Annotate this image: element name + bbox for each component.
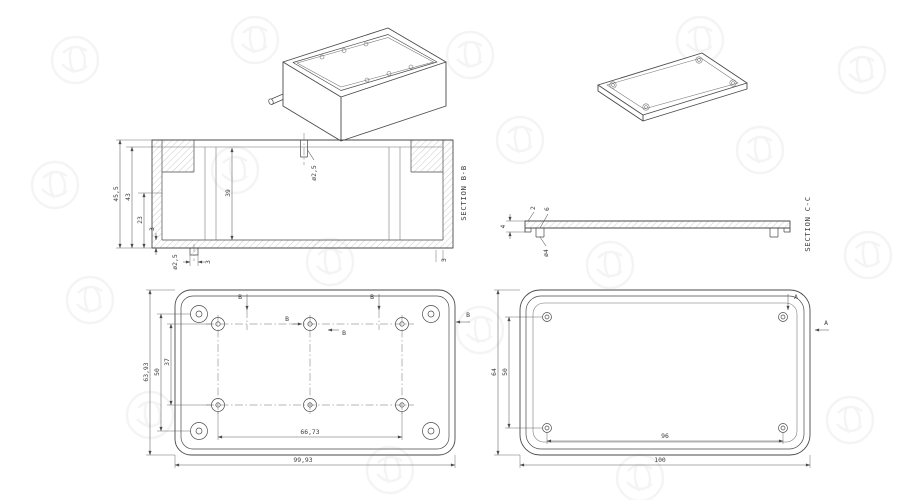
section-marker-b: B [285,315,289,323]
section-cc-dimensions: 4 2 6 ø4 [499,206,551,257]
dim-lid-length: 100 [654,456,666,464]
plan-lid-view: A A 64 50 96 100 [490,289,829,468]
dim-lid-hole-spacing-v: 50 [501,368,509,376]
section-marker-a: A [794,293,798,301]
isometric-box-view [268,27,447,142]
dim-rib-thickness: 3 [440,258,448,262]
dim-box-hole-spacing-v: 50 [153,368,161,376]
dim-lid-boss: 6 [543,207,551,211]
box-plan-outline [174,289,456,456]
section-marker-b: B [342,329,346,337]
dim-stub-diameter: ø2,5 [171,254,179,270]
dim-lid-hole-dia: ø4 [542,249,550,257]
dim-lid-height: 4 [499,224,507,228]
dim-inner-depth: 39 [224,189,232,197]
dim-box-boss-spacing-h: 66,73 [300,428,319,436]
box-rim-step [296,37,435,88]
box-plan-section-markers: B B B B B [238,293,470,337]
lid-plan-section-markers: A A [786,293,829,332]
box-plan-corner-bosses [190,305,440,440]
section-cc-hatching [525,221,790,228]
lid-plan-dimensions: 64 50 96 100 [490,289,811,468]
box-plan-centerlines [206,310,414,414]
section-marker-b: B [466,311,470,319]
dim-floor-thickness: 3 [148,227,156,231]
section-bb-profile [151,133,454,261]
lid-thickness-edges [597,82,748,122]
dim-lid-width: 64 [490,368,498,376]
dim-box-width: 63,93 [142,362,150,381]
lid-plan-outline [519,289,811,456]
box-plan-dimensions: 63,93 50 37 66,73 99,93 [142,289,456,468]
dim-stub-width: 3 [204,260,212,264]
box-side-pin [268,93,284,105]
dim-lid-lip: 2 [529,206,537,210]
section-cc-view: 4 2 6 ø4 SECTION C-C [499,196,812,257]
section-bb-dimensions: 45,5 43 23 3 39 ø2,5 ø2,5 3 3 [112,139,448,270]
dim-pin-diameter: ø2,5 [310,165,318,181]
isometric-lid-view [597,52,748,122]
section-bb-label: SECTION B-B [459,165,468,221]
section-cc-profile [524,220,791,238]
dim-boss-height: 23 [136,216,144,224]
section-cc-label: SECTION C-C [803,196,812,252]
dim-box-boss-spacing-v: 37 [163,358,171,366]
lid-inner-lip [606,57,739,110]
section-bb-view: 45,5 43 23 3 39 ø2,5 ø2,5 3 3 SECTION B-… [112,133,468,270]
dim-box-length: 99,93 [293,456,312,464]
section-bb-hatching [152,140,453,255]
dim-lid-hole-spacing-h: 96 [661,432,669,440]
plan-box-view: B B B B B 63,93 50 37 66,73 99,93 [142,289,470,468]
lid-body-fill [598,53,747,121]
box-wall-inner-edge [292,34,438,91]
lid-plan-screw-holes [542,312,788,433]
box-outer-edges [282,61,447,142]
dim-overall-height: 45,5 [112,186,120,202]
section-marker-b: B [370,293,374,301]
section-marker-b: B [238,293,242,301]
dim-cavity-height: 43 [124,193,132,201]
lid-screw-holes [609,56,737,111]
box-screw-bosses [319,41,414,83]
section-marker-a: A [824,319,828,327]
